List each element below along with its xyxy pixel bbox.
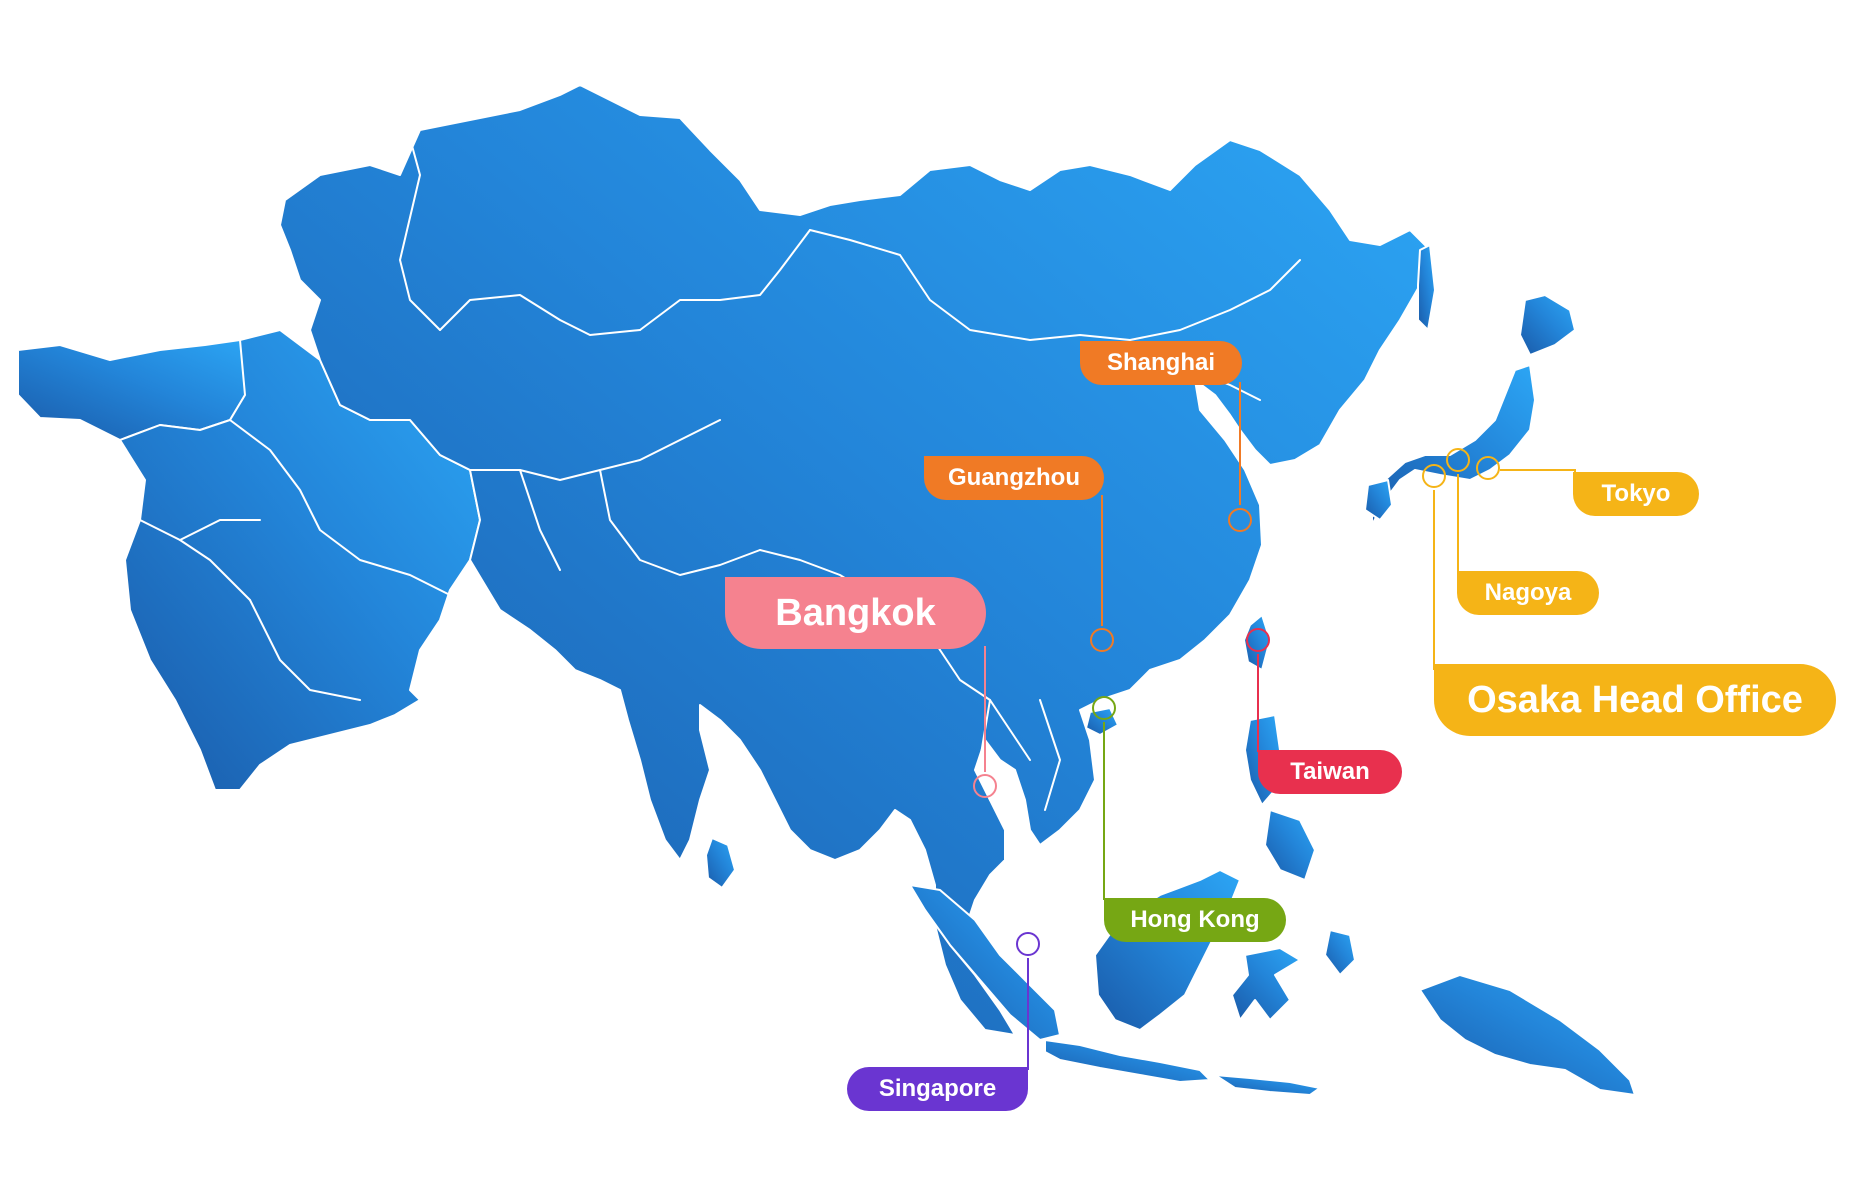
label-taiwan: Taiwan (1258, 750, 1402, 794)
label-tokyo: Tokyo (1573, 472, 1699, 516)
land-hokkaido (1519, 294, 1576, 356)
country-borders (139, 119, 1301, 811)
land-hainan (1085, 707, 1119, 736)
marker-osaka (1422, 464, 1446, 488)
label-guangzhou: Guangzhou (924, 456, 1104, 500)
marker-tokyo (1476, 456, 1500, 480)
land-kyushu (1364, 479, 1393, 521)
marker-shanghai (1228, 508, 1252, 532)
label-osaka-head-office: Osaka Head Office (1434, 664, 1836, 736)
marker-nagoya (1446, 448, 1470, 472)
land-maluku (1324, 929, 1356, 976)
land-sumatra (909, 884, 1061, 1041)
label-nagoya: Nagoya (1457, 571, 1599, 615)
land-honshu (1371, 364, 1536, 526)
marker-singapore (1016, 932, 1040, 956)
label-shanghai: Shanghai (1080, 341, 1242, 385)
land-java (1044, 1039, 1211, 1083)
land-nusa (1214, 1074, 1321, 1096)
marker-guangzhou (1090, 628, 1114, 652)
label-singapore: Singapore (847, 1067, 1028, 1111)
markers (973, 382, 1576, 1070)
land-sakhalin (1417, 244, 1436, 331)
leader-tokyo (1500, 469, 1576, 472)
marker-hongkong (1092, 696, 1116, 720)
marker-bangkok (973, 774, 997, 798)
marker-taiwan (1246, 628, 1270, 652)
land-new-guinea (1419, 974, 1636, 1096)
land-sri-lanka (705, 837, 736, 889)
label-hong-kong: Hong Kong (1104, 898, 1286, 942)
label-bangkok: Bangkok (725, 577, 986, 649)
land-visayas (1264, 809, 1316, 881)
land-mainland-asia (279, 84, 1431, 1036)
land-taiwan (1243, 614, 1271, 671)
land-sulawesi (1231, 947, 1301, 1021)
land-borneo (1094, 869, 1241, 1031)
